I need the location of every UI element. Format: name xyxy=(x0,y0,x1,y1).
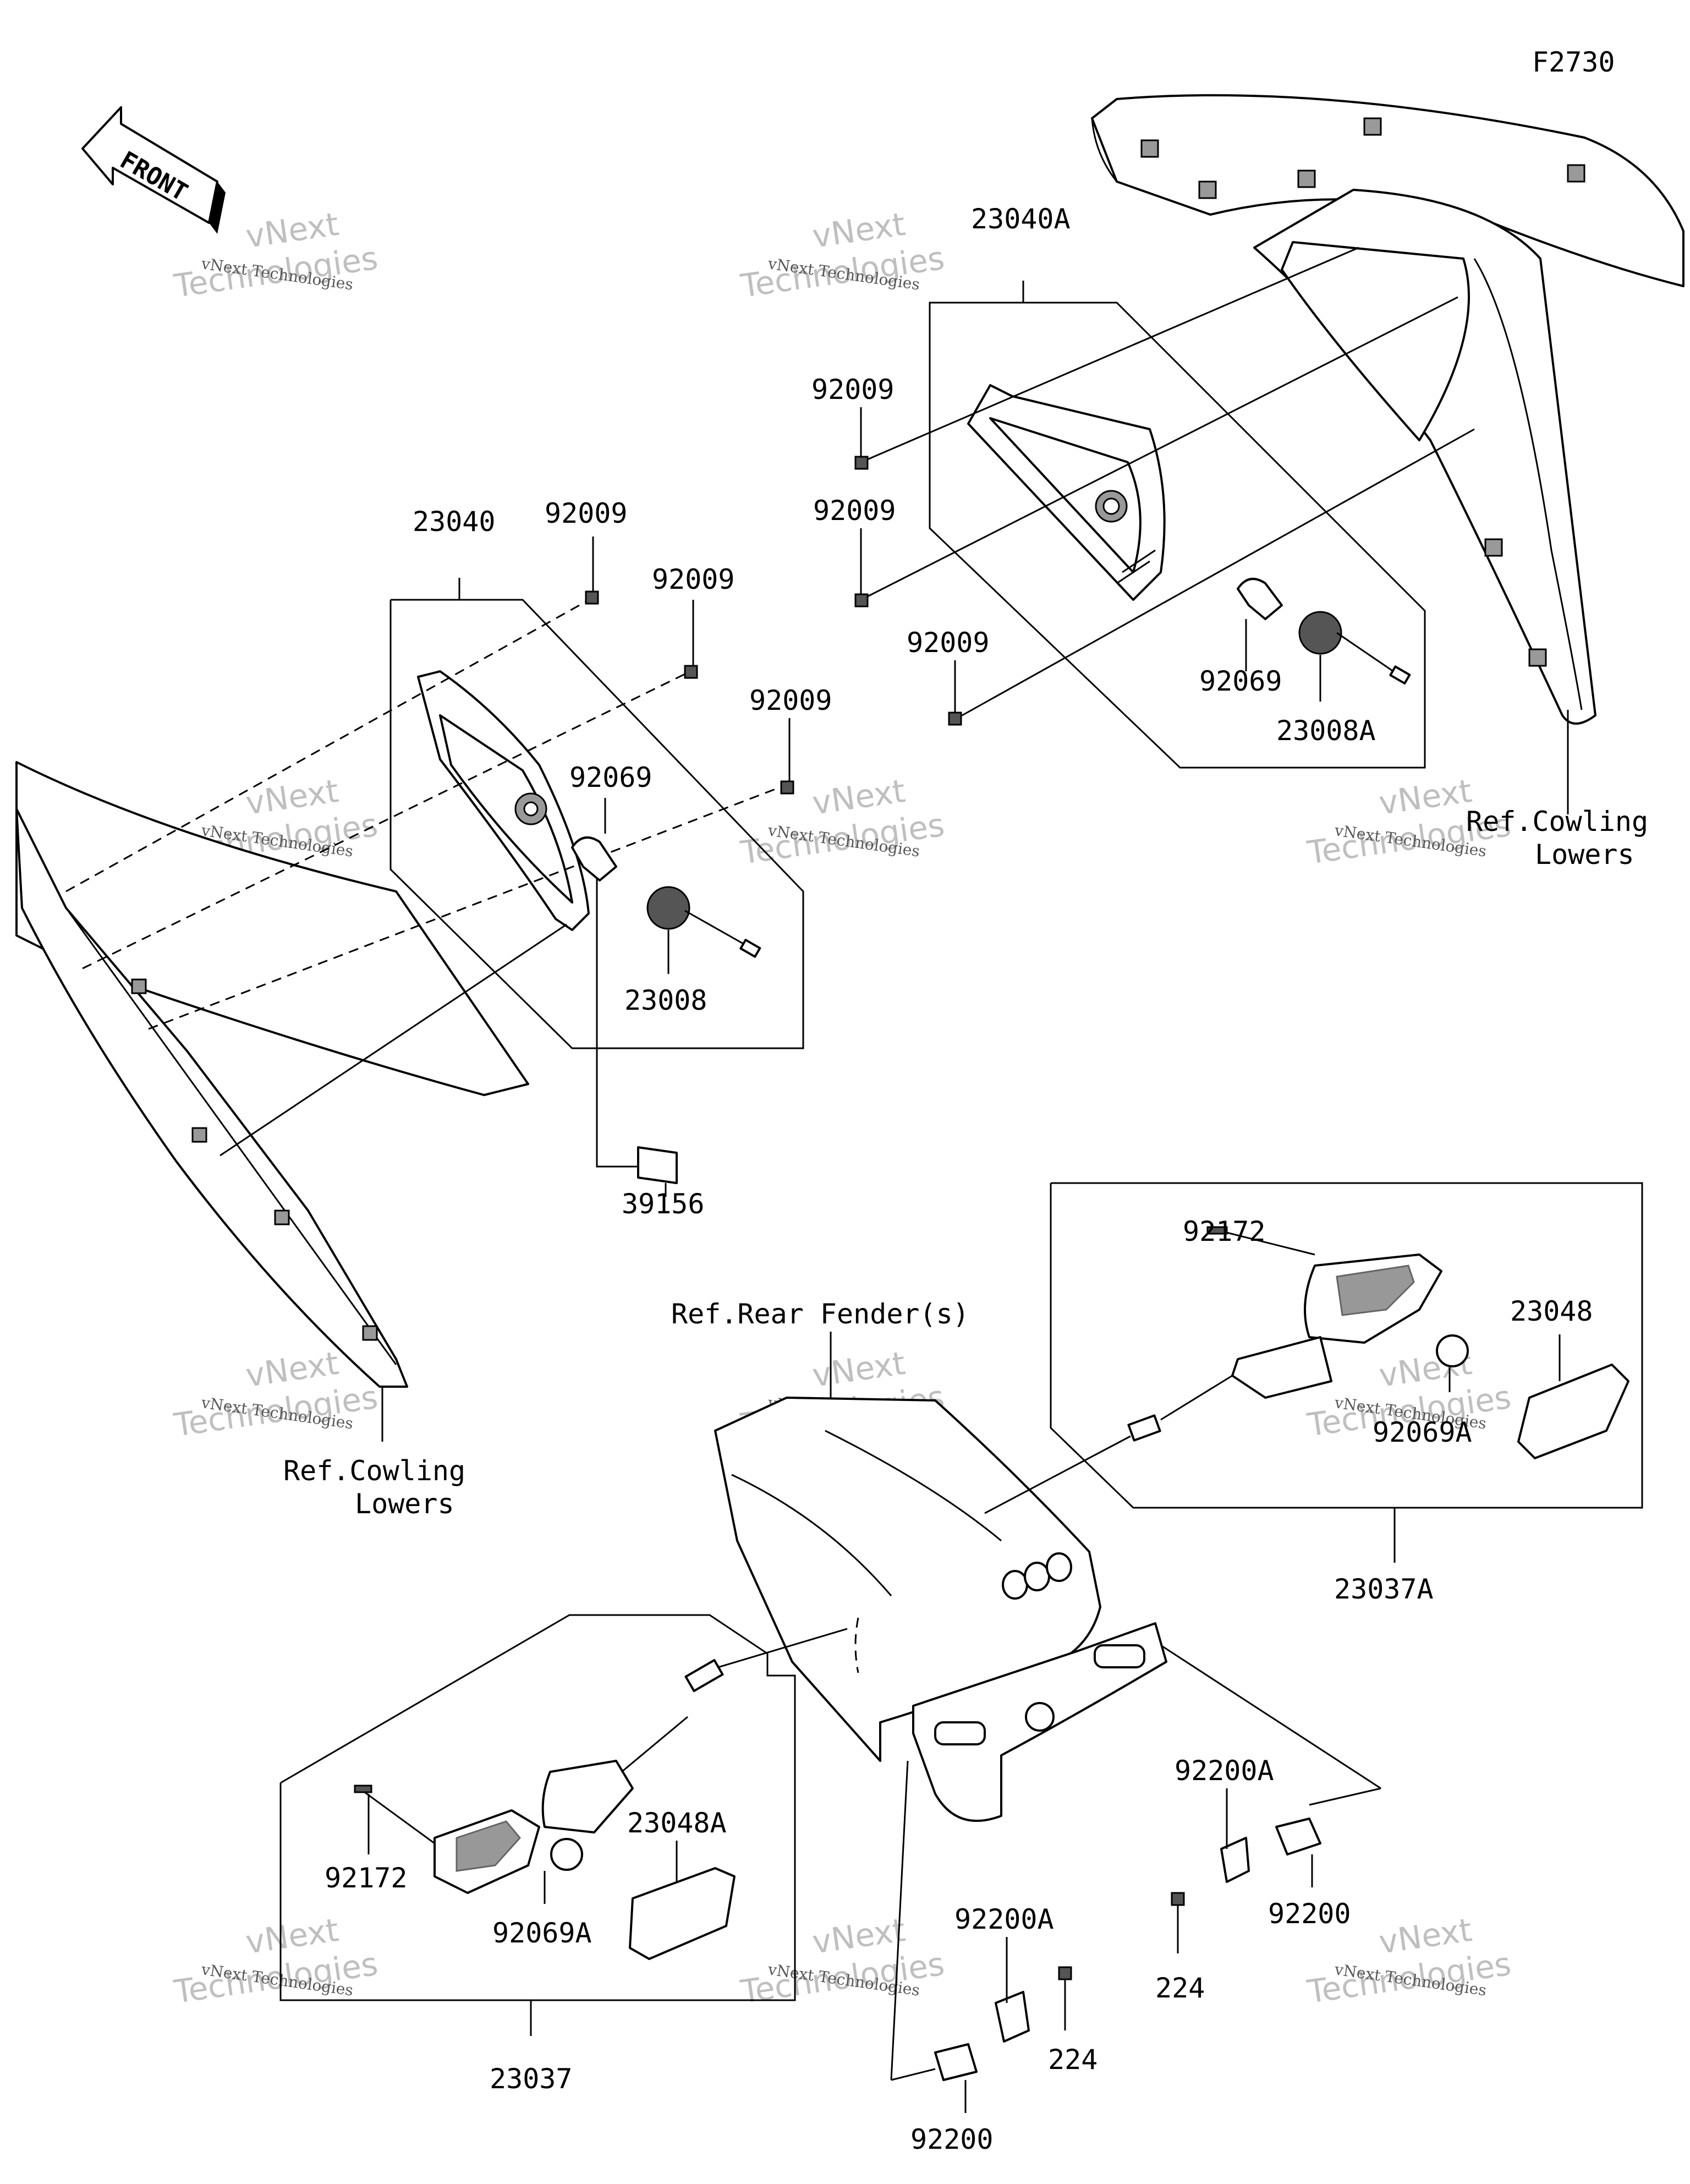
cowling-clips xyxy=(1140,117,1585,667)
left-cowling xyxy=(15,761,529,1442)
bolt-92009-c xyxy=(948,660,962,726)
label-92009-d: 92009 xyxy=(545,497,628,529)
label-224-b: 224 xyxy=(1155,1972,1205,2004)
label-92172-a: 92172 xyxy=(1183,1216,1266,1247)
socket-23008 xyxy=(646,886,761,974)
rear-fender xyxy=(714,1397,1167,1822)
ref-cowling-right-label-1: Ref.Cowling xyxy=(1466,806,1648,838)
turn-signal-23037 xyxy=(279,1614,848,2036)
label-23040: 23040 xyxy=(413,506,496,538)
ref-cowling-right-label-2: Lowers xyxy=(1535,839,1634,871)
screw-224-a xyxy=(1058,1966,1072,2030)
label-92172-b: 92172 xyxy=(325,1862,408,1894)
watermarks: vNext Technologies vNext Technologies vN… xyxy=(171,205,1513,2011)
label-92069-b: 92069 xyxy=(1199,665,1282,697)
bulb-92069A-b xyxy=(544,1838,583,1904)
plate-92200-a xyxy=(890,1760,978,2113)
bolt-92009-b xyxy=(854,528,869,607)
watermark-11: vNext Technologies vNext Technologies xyxy=(738,1911,946,2011)
label-92069-a: 92069 xyxy=(569,762,652,793)
bolt-92009-f xyxy=(780,718,794,795)
label-23008: 23008 xyxy=(624,984,707,1016)
label-23048A: 23048A xyxy=(627,1807,727,1839)
front-arrow-icon: FRONT xyxy=(81,106,226,234)
label-92200A-b: 92200A xyxy=(1175,1755,1274,1787)
ref-cowling-left-label-2: Lowers xyxy=(355,1488,454,1520)
socket-23008A xyxy=(1298,611,1411,702)
lens-23048A xyxy=(629,1841,736,1960)
bulb-92069-a xyxy=(571,798,617,882)
turn-signal-23040 xyxy=(65,578,804,1168)
label-92069A-a: 92069A xyxy=(1373,1416,1472,1448)
watermark-2: vNext Technologies vNext Technologies xyxy=(738,205,946,305)
label-23008A: 23008A xyxy=(1276,715,1376,747)
bolt-92009-e xyxy=(684,600,698,679)
label-23040A: 23040A xyxy=(971,203,1071,235)
ref-rear-fender-label: Ref.Rear Fender(s) xyxy=(671,1298,969,1330)
label-23048: 23048 xyxy=(1510,1295,1593,1327)
upper-right-cowling xyxy=(1091,94,1684,814)
ref-cowling-left-label-1: Ref.Cowling xyxy=(283,1455,465,1487)
bolt-92009-d xyxy=(585,537,599,605)
label-92009-f: 92009 xyxy=(749,685,832,716)
diagram-code: F2730 xyxy=(1532,46,1615,78)
turn-signal-23040A xyxy=(860,247,1475,769)
bracket-92200A-b xyxy=(1220,1788,1250,1883)
plate-92200-b xyxy=(1160,1644,1381,1887)
turn-signal-23037A xyxy=(984,1182,1643,1563)
bolt-92009-a xyxy=(854,407,869,470)
label-39156: 39156 xyxy=(622,1188,705,1220)
bracket-92200A-a xyxy=(995,1937,1030,2043)
label-224-a: 224 xyxy=(1048,2044,1098,2076)
watermark-10: vNext Technologies vNext Technologies xyxy=(171,1911,380,2011)
label-92009-b: 92009 xyxy=(813,495,896,527)
label-23037A: 23037A xyxy=(1334,1573,1434,1605)
label-23037: 23037 xyxy=(490,2063,573,2095)
label-92009-c: 92009 xyxy=(907,627,990,659)
reflector-39156 xyxy=(637,1146,678,1197)
label-92200-a: 92200 xyxy=(910,2123,994,2155)
label-92200A-a: 92200A xyxy=(954,1903,1054,1935)
bulb-92069-b xyxy=(1237,578,1283,671)
label-92009-a: 92009 xyxy=(811,374,895,406)
label-92200-b: 92200 xyxy=(1268,1898,1351,1930)
label-92009-e: 92009 xyxy=(652,563,735,595)
label-92069A-b: 92069A xyxy=(492,1917,592,1949)
bulb-92069A-a xyxy=(1436,1334,1469,1392)
lens-23048 xyxy=(1517,1334,1629,1459)
screw-224-b xyxy=(1171,1892,1185,1953)
